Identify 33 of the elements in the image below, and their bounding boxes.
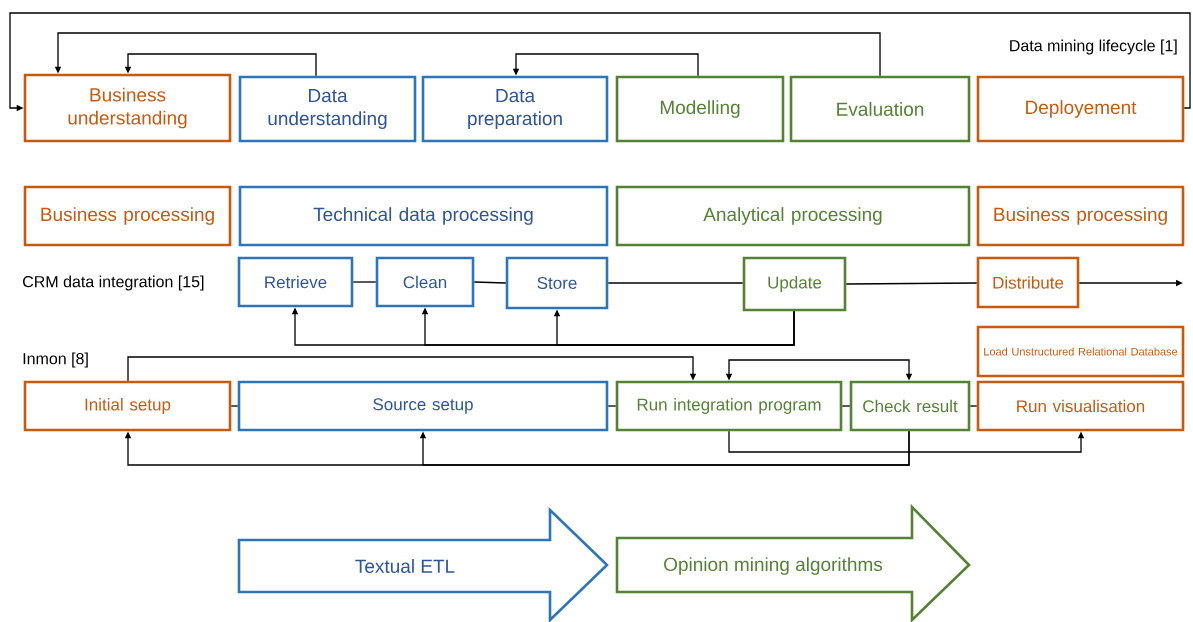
phase-box: Business processing	[23, 185, 232, 247]
step-box: Update	[742, 256, 847, 312]
step-box: Load Unstructured Relational Database	[976, 325, 1185, 378]
step-box: Retrieve	[237, 256, 354, 308]
phase-box: Business processing	[976, 185, 1185, 247]
phase-box: Technical data processing	[238, 185, 609, 247]
phase-box: Analytical processing	[615, 185, 971, 247]
stage-box: Modelling	[615, 75, 785, 143]
stage-box: Deployement	[976, 75, 1185, 143]
connector	[607, 405, 617, 407]
connector	[473, 281, 507, 284]
step-box: Initial setup	[23, 380, 232, 432]
stage-box: Evaluation	[789, 75, 971, 143]
connector	[352, 281, 377, 283]
connector	[841, 405, 851, 407]
step-box: Check result	[849, 380, 971, 432]
connector	[969, 405, 978, 407]
row-label: Data mining lifecycle [1]	[1010, 39, 1177, 55]
step-box: Store	[505, 256, 609, 310]
connector	[845, 282, 978, 285]
connector	[230, 405, 239, 407]
stage-box: Data understanding	[238, 75, 417, 143]
stage-box: Business understanding	[23, 73, 232, 143]
row-label: CRM data integration [15]	[23, 275, 204, 291]
step-box: Run visualisation	[976, 380, 1185, 432]
step-box: Clean	[375, 256, 475, 308]
connector	[419, 430, 910, 466]
step-box: Distribute	[976, 256, 1080, 309]
connector	[127, 356, 697, 382]
stage-box: Data preparation	[421, 75, 609, 143]
step-box: Run integration program	[615, 380, 843, 432]
step-box: Source setup	[237, 380, 609, 432]
connector	[607, 282, 744, 284]
